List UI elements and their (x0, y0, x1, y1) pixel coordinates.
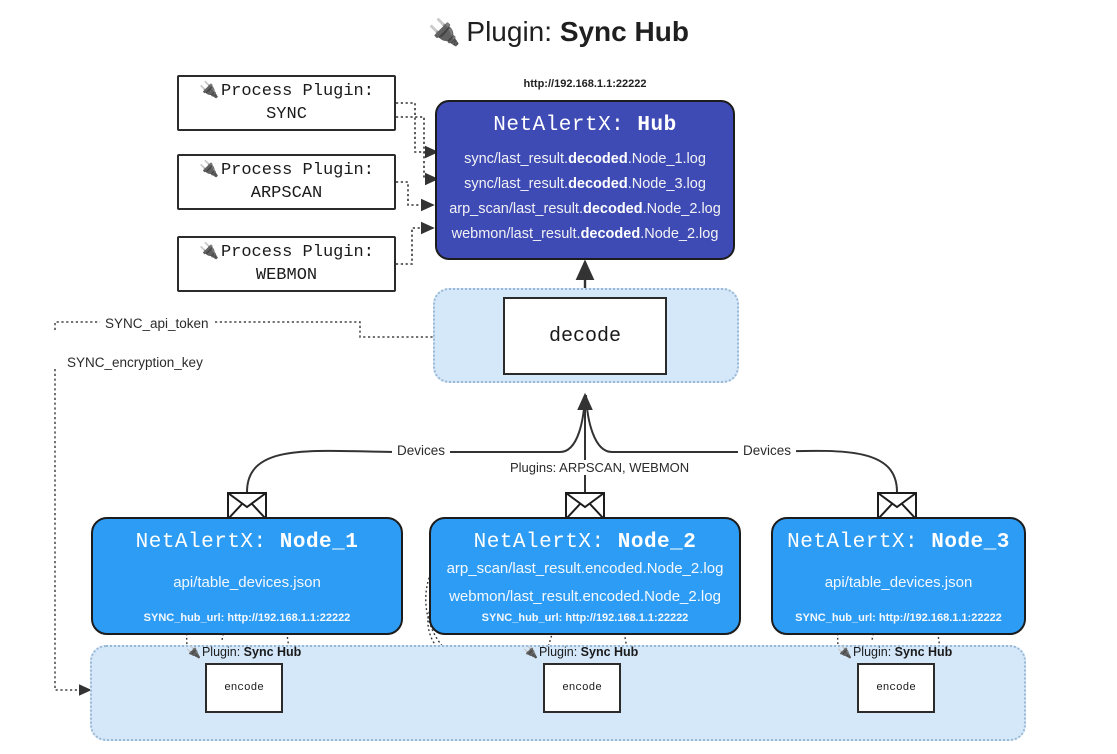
process-plugin-arpscan-line2: ARPSCAN (250, 184, 323, 203)
encoder1-plugin-label: 🔌Plugin: Sync Hub (186, 645, 302, 659)
encode-box-node3[interactable]: encode (857, 663, 935, 713)
process-plugin-webmon-line2: WEBMON (255, 266, 318, 285)
process-plugin-webmon-line1: 🔌Process Plugin: (199, 241, 374, 263)
node3-title: NetAlertX: Node_3 (787, 531, 1010, 554)
decode-label: decode (548, 324, 621, 348)
encoder3-plugin-label: 🔌Plugin: Sync Hub (837, 645, 953, 659)
wire-enckey-to-encoders (54, 369, 92, 696)
node1-title: NetAlertX: Node_1 (135, 531, 359, 554)
encode-box-node1[interactable]: encode (205, 663, 283, 713)
page-title-name: Sync Hub (559, 16, 689, 47)
hub-url-label: http://192.168.1.1:22222 (523, 78, 647, 90)
node3-line-1: api/table_devices.json (824, 573, 973, 591)
node1-line-1: api/table_devices.json (173, 573, 321, 591)
hub-log-line-1: sync/last_result.decoded.Node_1.log (464, 151, 706, 167)
envelope-icon-node1[interactable] (227, 492, 267, 525)
secret-label-api-token: SYNC_api_token (100, 316, 214, 331)
node3-hub-url: SYNC_hub_url: http://192.168.1.1:22222 (795, 612, 1002, 624)
secret-label-encryption-key: SYNC_encryption_key (62, 355, 208, 370)
plug-icon: 🔌 (523, 645, 538, 659)
process-plugin-webmon-box[interactable]: 🔌Process Plugin: WEBMON (177, 236, 396, 292)
wire-arpscan-to-hub (396, 181, 435, 212)
node2-lines: arp_scan/last_result.encoded.Node_2.log … (431, 554, 739, 612)
process-plugin-sync-line2: SYNC (266, 105, 307, 124)
envelope-icon-node2[interactable] (565, 492, 605, 525)
hub-box[interactable]: NetAlertX: Hub sync/last_result.decoded.… (435, 100, 735, 260)
plug-icon: 🔌 (199, 80, 219, 100)
envelope-icon-node3[interactable] (877, 492, 917, 525)
node2-title: NetAlertX: Node_2 (473, 531, 697, 554)
wire-webmon-to-hub (396, 221, 435, 265)
page-title-prefix: Plugin: (466, 16, 553, 47)
encode1-label: encode (224, 682, 264, 694)
process-plugin-sync-line1: 🔌Process Plugin: (199, 80, 374, 102)
plug-icon: 🔌 (837, 645, 852, 659)
process-plugin-sync-box[interactable]: 🔌Process Plugin: SYNC (177, 75, 396, 131)
edge-label-devices-right: Devices (738, 443, 797, 458)
node1-lines: api/table_devices.json (93, 554, 401, 612)
hub-log-line-4: webmon/last_result.decoded.Node_2.log (451, 225, 719, 242)
node2-line-2: webmon/last_result.encoded.Node_2.log (449, 588, 721, 605)
hub-title: NetAlertX: Hub (493, 114, 677, 137)
hub-log-line-2: sync/last_result.decoded.Node_3.log (464, 175, 706, 192)
envelope-icon (877, 492, 917, 520)
process-plugin-arpscan-line1: 🔌Process Plugin: (199, 159, 374, 181)
plug-icon: 🔌 (199, 241, 219, 261)
node1-hub-url: SYNC_hub_url: http://192.168.1.1:22222 (143, 612, 351, 624)
wire-sync-to-hub (396, 102, 439, 159)
encode3-label: encode (876, 682, 916, 694)
page-title: 🔌Plugin: Sync Hub (0, 16, 1117, 48)
node2-hub-url: SYNC_hub_url: http://192.168.1.1:22222 (481, 612, 689, 624)
plug-icon: 🔌 (186, 645, 201, 659)
node-box-node1[interactable]: NetAlertX: Node_1 api/table_devices.json… (91, 517, 403, 635)
node-box-node2[interactable]: NetAlertX: Node_2 arp_scan/last_result.e… (429, 517, 741, 635)
encoder2-plugin-label: 🔌Plugin: Sync Hub (523, 645, 639, 659)
node2-line-1: arp_scan/last_result.encoded.Node_2.log (446, 559, 724, 577)
envelope-icon (227, 492, 267, 520)
edge-label-devices-left: Devices (392, 443, 451, 458)
node3-lines: api/table_devices.json (773, 554, 1024, 612)
plug-icon: 🔌 (428, 17, 461, 47)
edge-label-plugins-middle: Plugins: ARPSCAN, WEBMON (505, 460, 695, 475)
encode2-label: encode (562, 682, 602, 694)
plug-icon: 🔌 (199, 159, 219, 179)
node-box-node3[interactable]: NetAlertX: Node_3 api/table_devices.json… (771, 517, 1026, 635)
encode-box-node2[interactable]: encode (543, 663, 621, 713)
process-plugin-arpscan-box[interactable]: 🔌Process Plugin: ARPSCAN (177, 154, 396, 210)
decode-box[interactable]: decode (503, 297, 667, 375)
wire-sync2-to-hub (396, 116, 439, 186)
envelope-icon (565, 492, 605, 520)
hub-log-line-3: arp_scan/last_result.decoded.Node_2.log (449, 200, 721, 217)
